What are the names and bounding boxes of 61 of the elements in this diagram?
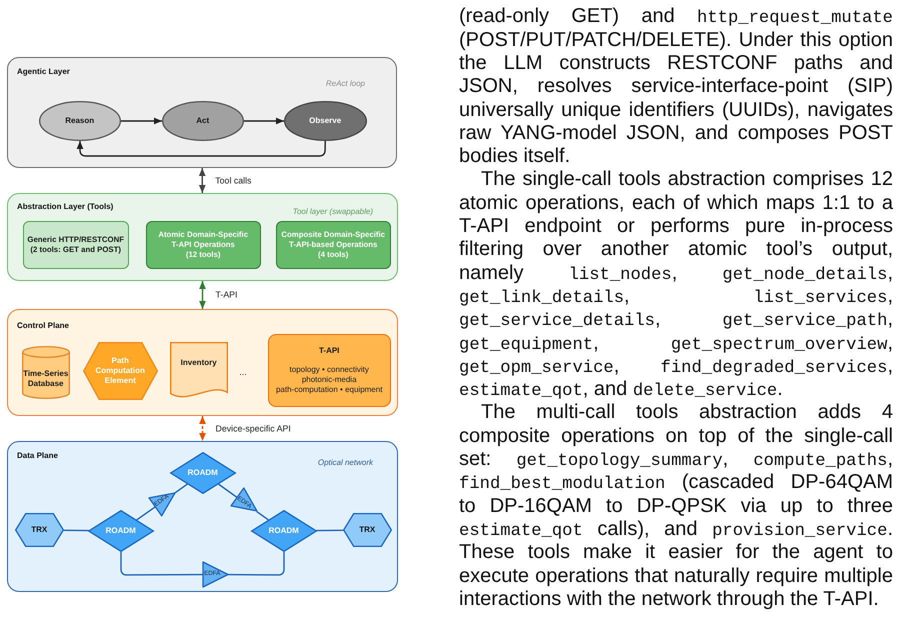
connector-line	[256, 510, 269, 520]
diamond-node	[250, 510, 317, 552]
connector-line	[316, 530, 344, 532]
node-label: Inventory	[180, 358, 217, 368]
layer-note: ReAct loop	[326, 79, 365, 89]
layer-note: Optical network	[318, 458, 373, 468]
double-arrow	[198, 168, 206, 193]
hexagon-node	[342, 512, 392, 547]
process-box	[22, 220, 129, 269]
hexagon-node	[82, 342, 158, 400]
node-label: T-API	[318, 346, 340, 356]
node-label: TRX	[359, 524, 376, 535]
triangle-node	[230, 488, 256, 512]
node-sublabel: topology • connectivity photonic-media path-computation • equipment	[274, 364, 384, 395]
layer-title: Abstraction Layer (Tools)	[17, 202, 114, 212]
diamond-node	[170, 452, 236, 494]
layer-panel	[7, 309, 398, 416]
edge-label: Device-specific API	[216, 423, 291, 434]
arrow	[121, 118, 162, 124]
process-box	[268, 334, 391, 407]
connector-line	[136, 506, 156, 521]
ellipsis-label: ...	[239, 368, 247, 378]
connector-line	[120, 552, 203, 576]
diamond-node	[88, 510, 154, 552]
hexagon-node	[14, 512, 64, 547]
triangle-node	[202, 562, 228, 587]
body-paragraph: The multi-call tools abstraction adds 4 composite operations on top of the single-call set: get_topology_summary, compute_paths, find_best_modulation (cascaded DP-64QAM to DP-16QAM to DP-QPSK via up to three estimate_qot calls), and provision_service. These tools make it easier for the agent to execute operations that naturally require multiple interactions with the network through the T-API.	[459, 401, 893, 612]
layer-title: Control Plane	[17, 321, 70, 331]
connector-line	[174, 484, 188, 494]
connector-line	[218, 484, 238, 498]
edge-label: Tool calls	[215, 175, 252, 186]
node-label: Path Computation Element	[94, 356, 146, 386]
layer-panel	[7, 441, 398, 592]
double-arrow	[199, 416, 206, 441]
ellipse-node	[38, 100, 121, 141]
node-label: Observe	[309, 116, 342, 126]
body-paragraph: The single-call tools abstraction comprises 12 atomic operations, each of which maps 1:1 to a T-API endpoint or performs pure in-process filtering over another atomic tool’s output, namely list_nodes, get_node_details, get_link_details, list_services, get_service_details, get_service_path, get_equipment, get_spectrum_overview, get_opm_service, find_degraded_services, estimate_qot, and delete_service.	[459, 168, 893, 402]
node-label: ROADM	[188, 468, 218, 478]
arrow	[244, 118, 284, 124]
node-label: ROADM	[106, 526, 136, 536]
double-arrow	[199, 281, 206, 309]
ellipse-node	[284, 100, 367, 141]
layer-note: Tool layer (swappable)	[292, 207, 373, 217]
process-box	[146, 220, 261, 269]
database-cylinder	[22, 346, 70, 399]
node-label: Time-Series Database	[22, 368, 70, 389]
triangle-node	[148, 492, 174, 516]
layer-title: Data Plane	[17, 451, 58, 461]
connector-line	[64, 530, 89, 532]
node-label: TRX	[31, 524, 48, 535]
layer-title: Agentic Layer	[17, 67, 70, 77]
body-paragraph: (read-only GET) and http_request_mutate (POST/PUT/PATCH/DELETE). Under this option the LLM constructs RESTCONF paths and JSON, resolves service-interface-point (SIP) universally unique identifiers (UUIDs), navigates raw YANG-model JSON, and composes POST bodies itself.	[459, 5, 893, 168]
node-label: Act	[196, 116, 210, 126]
process-box	[276, 220, 391, 269]
edge-label: T-API	[216, 290, 238, 300]
ellipse-node	[162, 100, 244, 141]
node-label: Reason	[65, 116, 94, 126]
node-label: ROADM	[268, 526, 299, 536]
layer-panel	[7, 193, 398, 281]
layer-panel	[7, 57, 397, 168]
connector-line	[228, 552, 285, 576]
